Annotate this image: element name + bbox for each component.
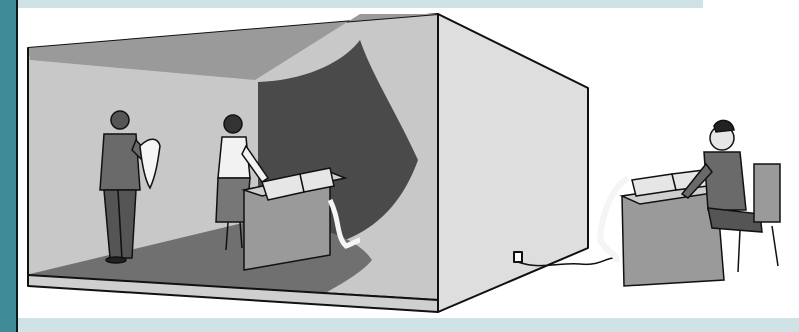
chair-back [754,164,780,222]
room-right-wall [438,14,588,312]
wall-outlet [514,252,522,262]
